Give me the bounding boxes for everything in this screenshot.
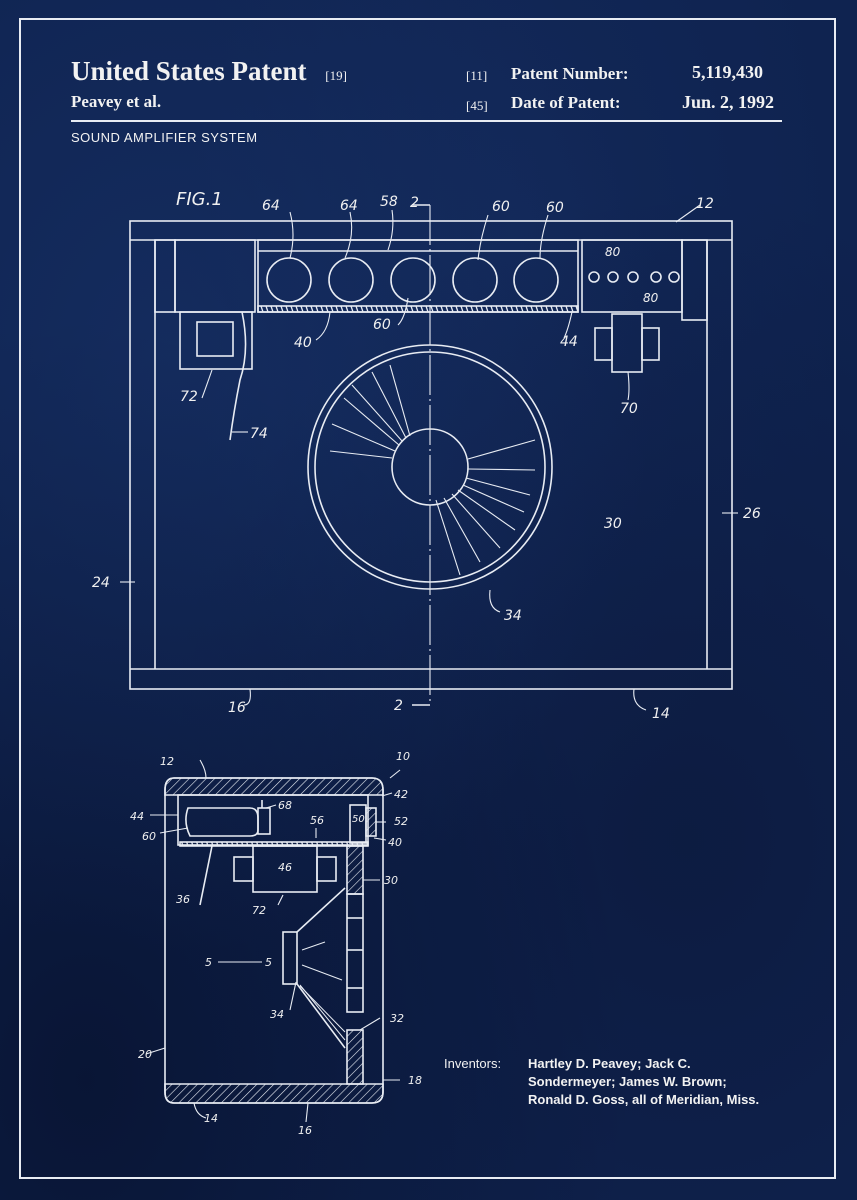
svg-text:60: 60 [546, 200, 564, 216]
svg-text:2: 2 [410, 195, 419, 211]
svg-text:80: 80 [643, 291, 659, 305]
svg-text:12: 12 [160, 755, 174, 768]
patent-date: Jun. 2, 1992 [682, 92, 775, 112]
patent-number-ref: [11] [466, 68, 488, 83]
svg-text:44: 44 [560, 334, 578, 350]
title-ref: [19] [325, 68, 347, 83]
svg-text:72: 72 [180, 389, 198, 405]
svg-text:50: 50 [352, 814, 365, 825]
svg-text:10: 10 [396, 750, 410, 763]
svg-text:52: 52 [394, 815, 408, 828]
svg-text:34: 34 [504, 608, 522, 624]
inventors-names: Hartley D. Peavey; Jack C. Sondermeyer; … [528, 1056, 760, 1107]
svg-text:36: 36 [176, 893, 190, 906]
patent-number: 5,119,430 [692, 62, 764, 82]
date-ref: [45] [466, 98, 488, 113]
svg-text:2: 2 [394, 698, 403, 714]
svg-text:58: 58 [380, 194, 398, 210]
svg-text:14: 14 [204, 1112, 218, 1125]
svg-text:24: 24 [92, 575, 110, 591]
inventors-label: Inventors: [444, 1056, 502, 1071]
svg-text:74: 74 [250, 426, 268, 442]
svg-text:14: 14 [652, 706, 670, 722]
svg-text:70: 70 [620, 401, 638, 417]
date-label: Date of Patent: [511, 93, 621, 112]
page-border [19, 18, 836, 1179]
title-text: United States Patent [71, 56, 307, 86]
svg-text:64: 64 [262, 198, 280, 214]
svg-text:5: 5 [265, 956, 272, 969]
svg-text:64: 64 [340, 198, 358, 214]
svg-text:72: 72 [252, 904, 266, 917]
svg-text:16: 16 [228, 700, 246, 716]
fig-1-label: FIG.1 [176, 189, 223, 210]
svg-text:26: 26 [743, 506, 761, 522]
svg-text:40: 40 [294, 335, 312, 351]
svg-text:34: 34 [270, 1008, 284, 1021]
svg-text:60: 60 [142, 830, 156, 843]
svg-text:12: 12 [696, 196, 714, 212]
svg-text:20: 20 [138, 1048, 152, 1061]
patent-number-label: Patent Number: [511, 64, 629, 83]
svg-text:40: 40 [388, 836, 402, 849]
svg-text:60: 60 [492, 199, 510, 215]
svg-text:42: 42 [394, 788, 408, 801]
svg-text:18: 18 [408, 1074, 422, 1087]
assignee: Peavey et al. [71, 92, 162, 111]
header-rule [71, 120, 782, 122]
svg-text:16: 16 [298, 1124, 312, 1137]
svg-text:44: 44 [130, 810, 144, 823]
figure-2-section-view [145, 759, 401, 1123]
svg-text:80: 80 [605, 245, 621, 259]
svg-text:56: 56 [310, 814, 324, 827]
figure-2-labels: 12 10 44 60 68 56 42 50 52 40 46 36 72 3… [130, 750, 422, 1137]
svg-text:60: 60 [373, 317, 391, 333]
svg-text:68: 68 [278, 799, 292, 812]
figure-1-front-view [120, 204, 738, 711]
svg-text:5: 5 [205, 956, 212, 969]
svg-text:32: 32 [390, 1012, 404, 1025]
patent-header-title: United States Patent [19] [71, 56, 347, 87]
svg-text:46: 46 [278, 861, 292, 874]
svg-text:30: 30 [384, 874, 398, 887]
figure-1-labels: FIG.1 64 64 58 2 60 60 12 80 80 40 60 44… [92, 189, 761, 722]
invention-title: SOUND AMPLIFIER SYSTEM [71, 130, 258, 145]
svg-text:30: 30 [604, 516, 622, 532]
